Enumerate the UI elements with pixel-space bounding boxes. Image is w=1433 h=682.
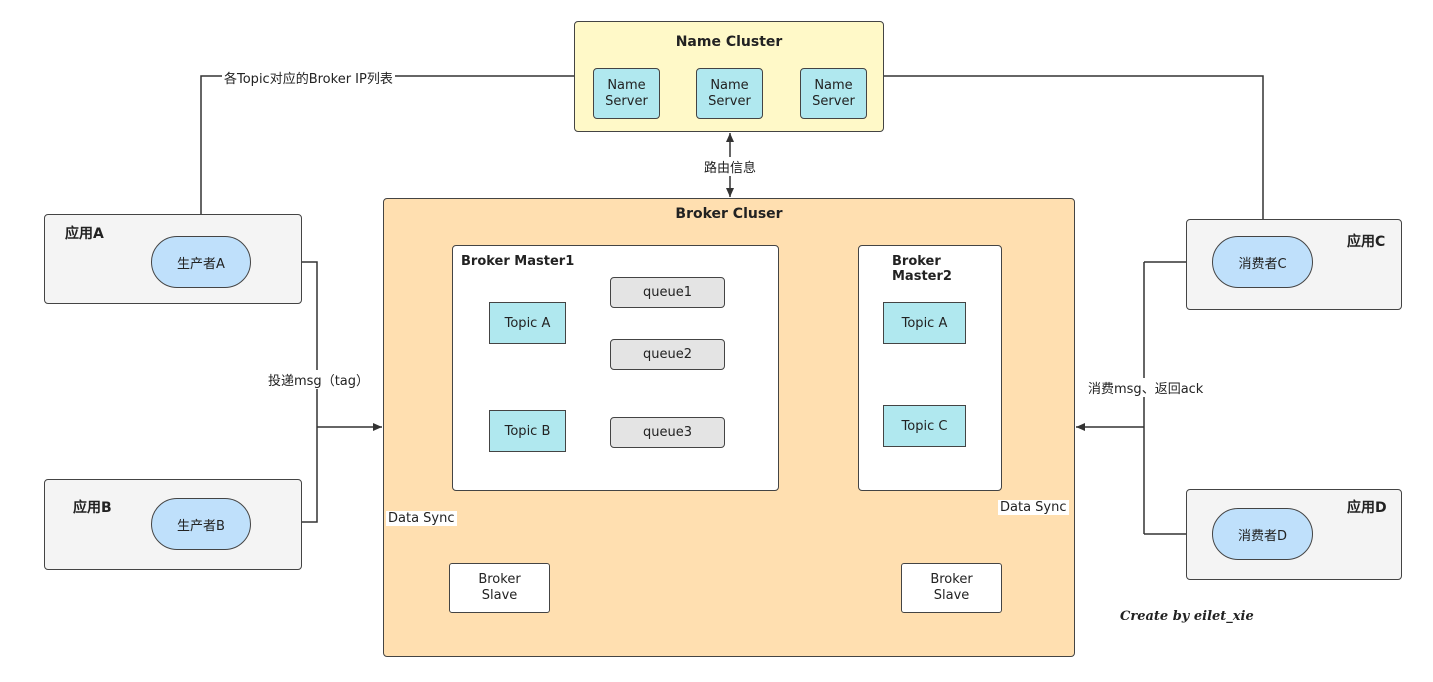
broker-master-2-title: Broker Master2 <box>892 254 952 284</box>
broker-master-1-title: Broker Master1 <box>461 254 575 269</box>
master2-topic-a: Topic A <box>883 302 966 344</box>
producer-a: 生产者A <box>151 236 251 288</box>
label-consume-msg: 消费msg、返回ack <box>1086 378 1206 397</box>
master2-topic-c: Topic C <box>883 405 966 447</box>
label-data-sync-2: Data Sync <box>998 500 1069 515</box>
app-a-title: 应用A <box>65 226 104 242</box>
label-data-sync-1: Data Sync <box>386 511 457 526</box>
name-cluster-title: Name Cluster <box>675 34 783 50</box>
consumer-c: 消费者C <box>1212 236 1313 288</box>
consumer-d: 消费者D <box>1212 508 1313 560</box>
credit-text: Create by eilet_xie <box>1120 609 1254 624</box>
connector-ip-list-to-consumer-c <box>884 75 1267 236</box>
label-deliver-msg: 投递msg（tag） <box>266 370 372 389</box>
master1-topic-a: Topic A <box>489 302 566 344</box>
app-b-title: 应用B <box>73 500 112 516</box>
broker-cluster-title: Broker Cluser <box>675 206 783 222</box>
queue-2: queue2 <box>610 339 725 370</box>
app-a: 应用A <box>44 214 302 304</box>
queue-1: queue1 <box>610 277 725 308</box>
label-routing-info: 路由信息 <box>702 157 759 176</box>
master1-topic-b: Topic B <box>489 410 566 452</box>
queue-3: queue3 <box>610 417 725 448</box>
app-c-title: 应用C <box>1347 234 1386 250</box>
connector-ip-list-to-producer-a <box>197 75 574 236</box>
app-d-title: 应用D <box>1347 500 1387 516</box>
producer-b: 生产者B <box>151 498 251 550</box>
broker-master-2: Broker Master2 <box>858 245 1002 491</box>
label-broker-ip-list: 各Topic对应的Broker IP列表 <box>222 68 395 87</box>
